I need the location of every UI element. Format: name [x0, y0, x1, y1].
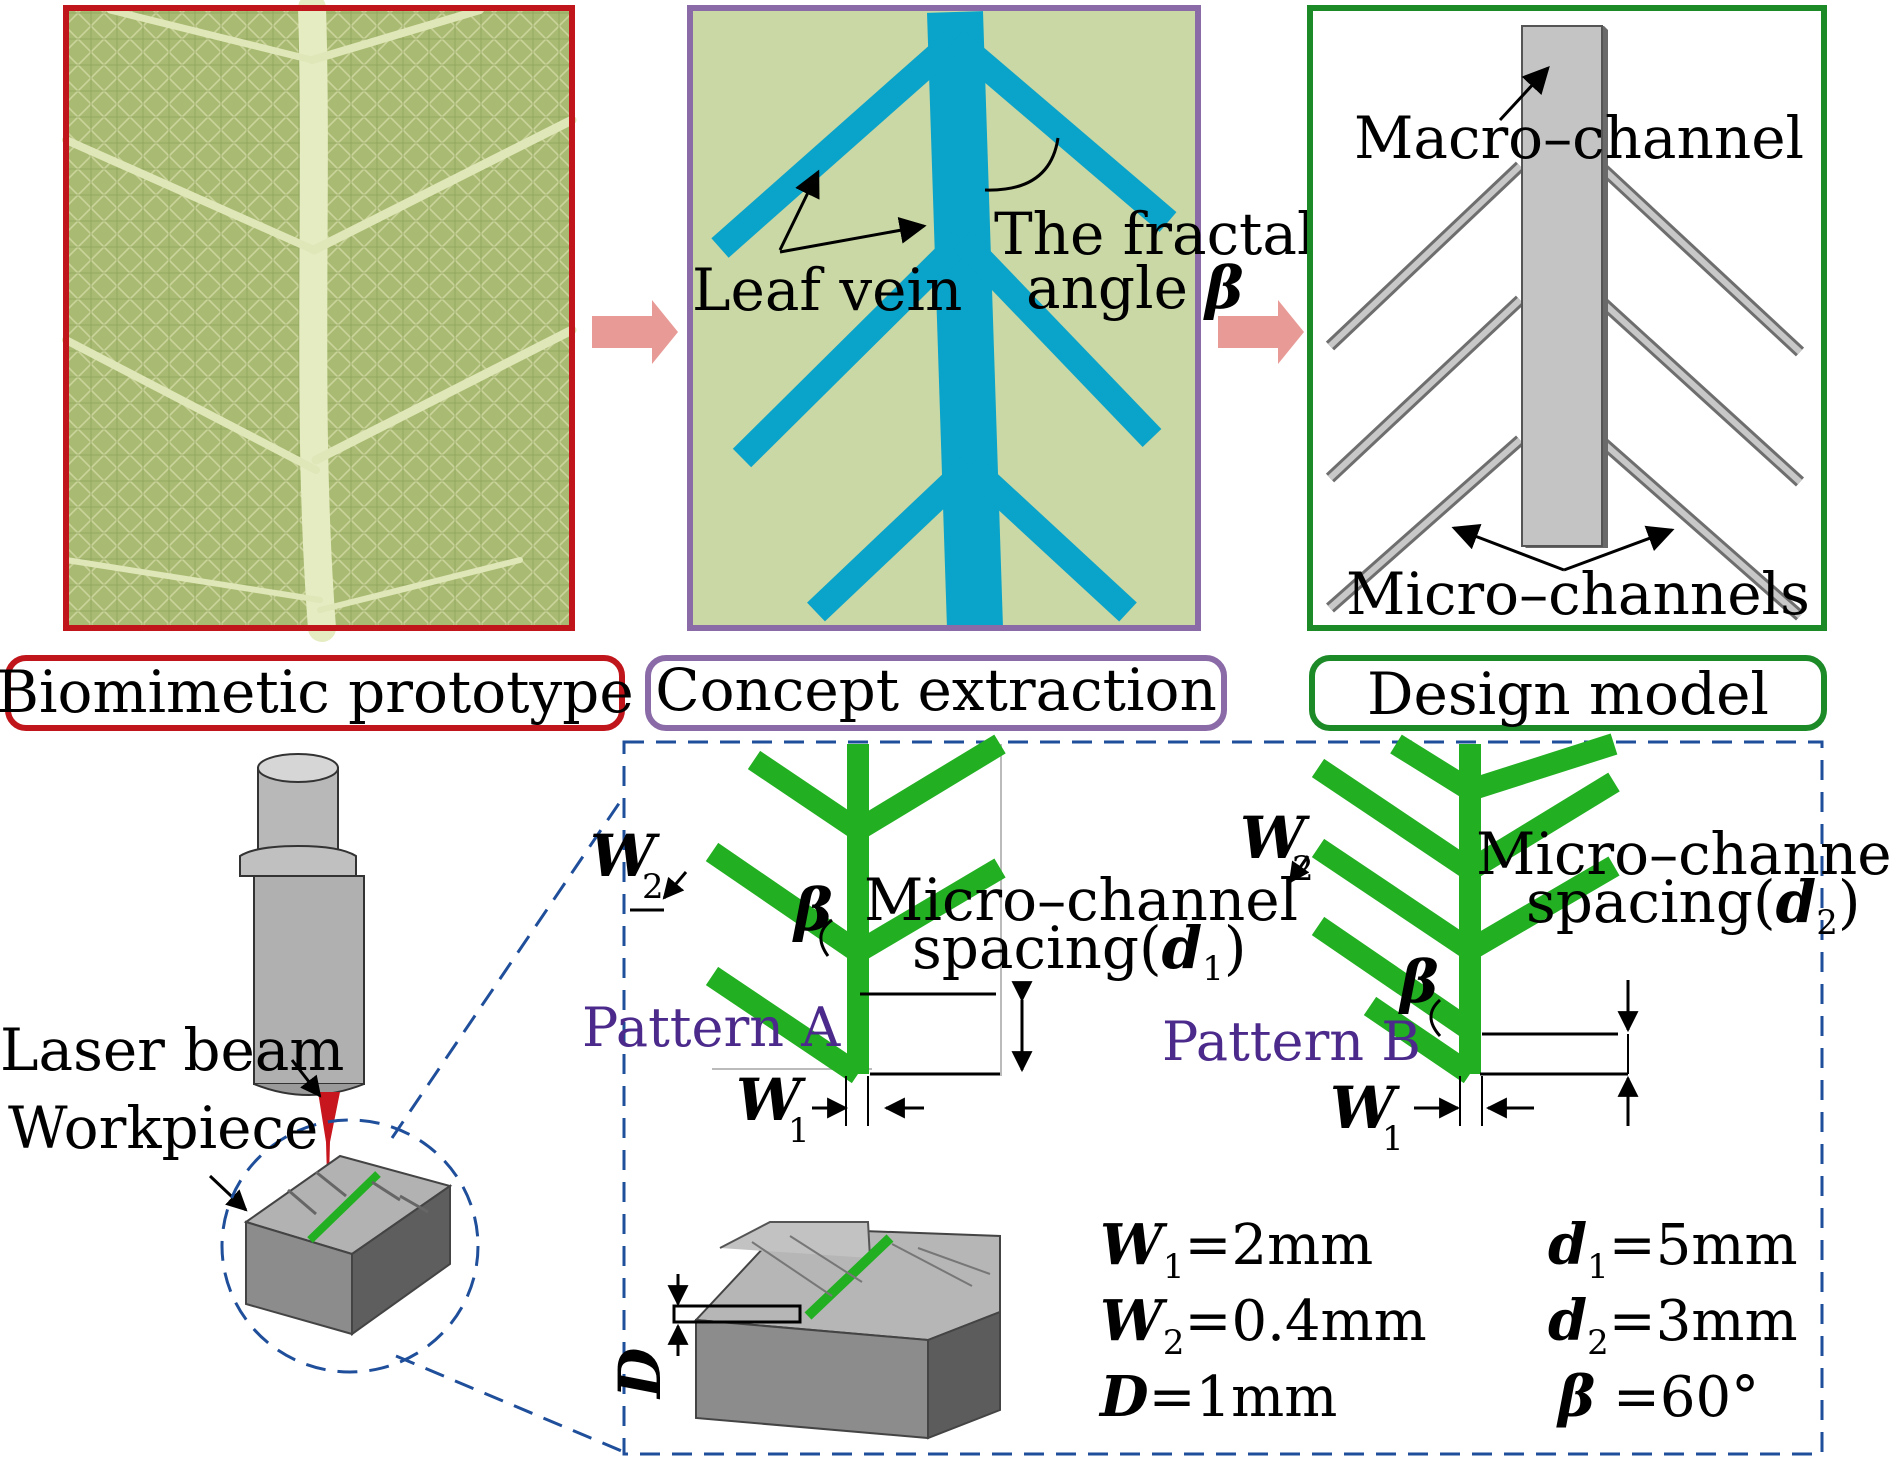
leaf-vein-arrow-1 — [778, 169, 820, 251]
pattern-b: W 2 β Micro–channel spacing(d2) Pattern … — [1162, 733, 1890, 1159]
laser-beam-arrow — [290, 1059, 322, 1098]
micro-channel-arrow-right — [1563, 525, 1675, 572]
micro-channels-label: Micro–channels — [1346, 560, 1810, 628]
detail-box — [622, 740, 1824, 1456]
macro-channel — [1521, 25, 1608, 548]
laser-beam — [318, 1092, 340, 1142]
zoom-line-top — [390, 795, 626, 1139]
fractal-label-line-2: angle — [1026, 254, 1188, 322]
arrow-right-1 — [592, 300, 678, 364]
arrow-right-2 — [1218, 300, 1304, 364]
concept-panel: Leaf vein The fractal angle β Concept ex… — [645, 5, 1316, 731]
svg-text:2: 2 — [1292, 849, 1314, 889]
workpiece-arrow — [208, 1174, 248, 1212]
workpiece-label: Workpiece — [8, 1094, 318, 1162]
pattern-a-spacing-line-2: spacing(d1) — [912, 914, 1246, 989]
param-w2: W2=0.4mm — [1100, 1288, 1427, 1363]
zoom-circle — [220, 1118, 480, 1374]
design-micro-channels — [1325, 161, 1805, 621]
workpiece-block — [243, 1154, 453, 1336]
laser-head-body — [253, 875, 365, 1085]
pattern-a-channels — [705, 734, 1006, 1084]
fractal-beta-symbol: β — [1203, 254, 1244, 322]
svg-text:1: 1 — [1382, 1119, 1404, 1159]
leaf-vein-label: Leaf vein — [692, 256, 962, 324]
param-depth: D=1mm — [1098, 1364, 1337, 1430]
leaf-vein-arrow-2 — [779, 217, 927, 254]
svg-text:2: 2 — [642, 867, 664, 907]
design-panel: Macro–channel Micro–channels Design mode… — [1307, 5, 1827, 731]
pattern-b-spacing-line-2: spacing(d2) — [1526, 868, 1860, 943]
pattern-a-w1: W — [736, 1066, 806, 1134]
param-d2: d2=3mm — [1548, 1288, 1798, 1363]
design-frame — [1307, 5, 1827, 631]
depth-label: D — [606, 1348, 674, 1400]
pattern-a-beta: β — [792, 876, 833, 944]
param-d1: d1=5mm — [1548, 1212, 1798, 1287]
pattern-a: W 2 β Micro–channel spacing(d1) Pattern … — [582, 734, 1298, 1151]
zoom-line-bottom — [395, 1354, 625, 1454]
design-caption: Design model — [1367, 660, 1769, 728]
fractal-angle-arc — [984, 137, 1060, 192]
pattern-a-title: Pattern A — [582, 996, 841, 1059]
concept-veins — [711, 11, 1177, 629]
fractal-label-line-1: The fractal — [994, 200, 1316, 268]
parameter-list: W1=2mm W2=0.4mm D=1mm d1=5mm d2=3mm β =6… — [1098, 1212, 1798, 1430]
biomimetic-frame — [63, 5, 575, 631]
param-beta: β =60° — [1556, 1364, 1759, 1430]
pattern-b-w2: W — [1240, 804, 1310, 872]
pattern-b-beta: β — [1398, 948, 1439, 1016]
pattern-b-spacing-line-1: Micro–channel — [1476, 820, 1890, 888]
leaf-veins — [62, 0, 577, 642]
concept-caption: Concept extraction — [655, 656, 1217, 724]
pattern-b-title: Pattern B — [1162, 1010, 1421, 1073]
svg-text:1: 1 — [788, 1111, 810, 1151]
biomimetic-panel: Biomimetic prototype — [0, 0, 634, 731]
macro-channel-arrow — [1498, 66, 1550, 122]
biomimetic-caption-box — [5, 655, 625, 731]
design-caption-box — [1309, 655, 1827, 731]
macro-channel-label: Macro–channel — [1354, 104, 1804, 172]
pattern-b-channels — [1311, 733, 1620, 1084]
biomimetic-caption: Biomimetic prototype — [0, 658, 634, 726]
laser-process: Laser beam Workpiece — [0, 753, 480, 1374]
concept-caption-box — [645, 655, 1227, 731]
micro-channel-arrow-left — [1451, 524, 1565, 572]
pattern-a-w2: W — [590, 822, 660, 890]
cross-section-block: D — [606, 1221, 1001, 1440]
pattern-b-w1: W — [1330, 1074, 1400, 1142]
concept-frame — [687, 5, 1201, 631]
laser-beam-label: Laser beam — [0, 1016, 344, 1084]
param-w1: W1=2mm — [1100, 1212, 1373, 1287]
pattern-a-spacing-line-1: Micro–channel — [864, 866, 1298, 934]
